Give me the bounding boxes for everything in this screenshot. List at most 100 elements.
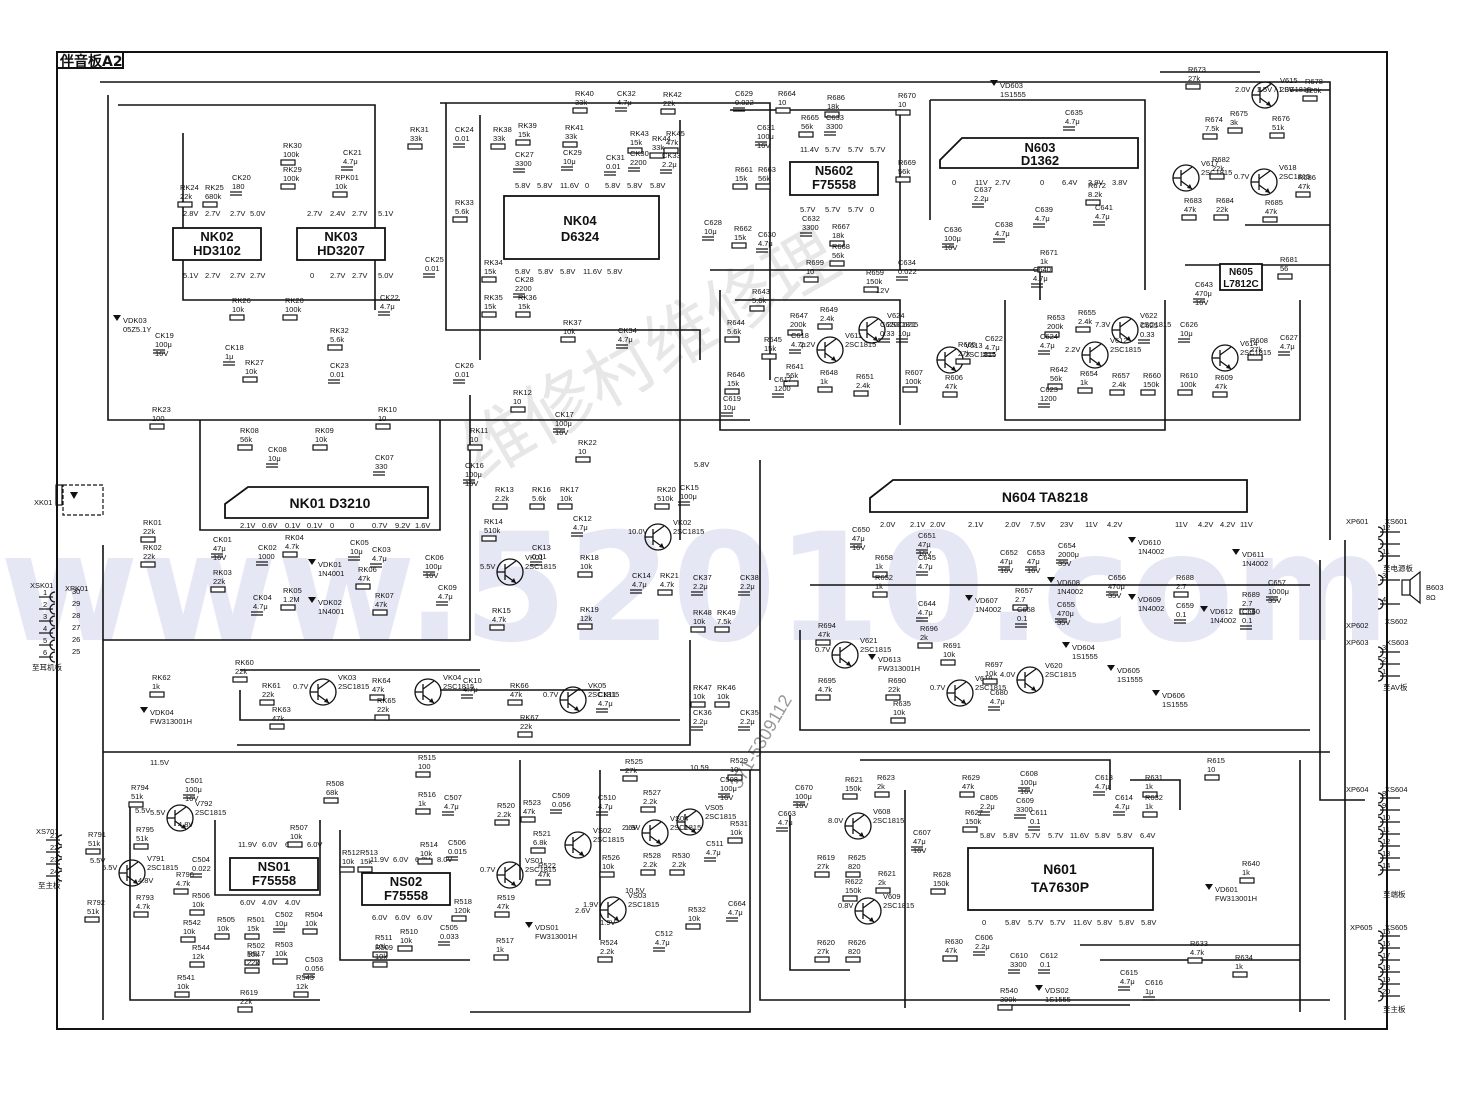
- resistor-icon: [885, 694, 901, 701]
- title-box: [56, 51, 124, 69]
- resistor-icon: [654, 503, 670, 510]
- resistor-icon: [467, 444, 483, 451]
- svg-text:HD3102: HD3102: [193, 243, 241, 258]
- resistor-icon: [845, 956, 861, 963]
- resistor-icon: [210, 586, 226, 593]
- pin-number: 1: [43, 588, 47, 597]
- svg-text:0: 0: [585, 181, 589, 190]
- resistor-icon: [755, 183, 771, 190]
- svg-text:2.1V: 2.1V: [240, 521, 255, 530]
- svg-text:7.5V: 7.5V: [1030, 520, 1045, 529]
- ic-nk02: NK02 HD3102 2.8V 2.7V 2.7V 5.0V 5.1V 2.7…: [172, 209, 265, 280]
- diode-icon: [140, 707, 148, 713]
- resistor-icon: [140, 536, 156, 543]
- voltage-label: 7.3V: [1095, 320, 1110, 329]
- svg-text:N5602: N5602: [815, 163, 853, 178]
- ic-n601: N601 TA7630P 5.8V 5.8V 5.7V 5.7V 11.6V 5…: [967, 831, 1156, 927]
- resistor-icon: [815, 694, 831, 701]
- svg-text:0: 0: [982, 918, 986, 927]
- svg-text:至端板: 至端板: [1383, 889, 1406, 899]
- svg-text:11V: 11V: [1175, 520, 1188, 529]
- resistor-icon: [660, 108, 676, 115]
- pin-number: 17: [1382, 951, 1390, 960]
- svg-text:B603: B603: [1426, 583, 1444, 592]
- svg-text:5.0V: 5.0V: [250, 209, 265, 218]
- resistor-icon: [1209, 173, 1225, 180]
- resistor-icon: [959, 791, 975, 798]
- resistor-icon: [787, 329, 803, 336]
- resistor-icon: [481, 311, 497, 318]
- pin-number: 18: [1382, 963, 1390, 972]
- resistor-icon: [1247, 354, 1263, 361]
- svg-text:5.8V: 5.8V: [538, 267, 553, 276]
- resistor-icon: [890, 717, 906, 724]
- voltage-label: 0.7V: [815, 645, 830, 654]
- pin-number: 13: [1382, 849, 1390, 858]
- svg-text:5.8V: 5.8V: [1003, 831, 1018, 840]
- svg-text:XS601: XS601: [1385, 517, 1408, 526]
- resistor-icon: [372, 609, 388, 616]
- resistor-icon: [853, 390, 869, 397]
- svg-text:2.1V: 2.1V: [910, 520, 925, 529]
- resistor-icon: [783, 380, 799, 387]
- svg-text:5.7V: 5.7V: [870, 145, 885, 154]
- voltage-label: 0.7V: [293, 682, 308, 691]
- svg-text:XS701: XS701: [36, 827, 59, 836]
- resistor-icon: [529, 503, 545, 510]
- resistor-icon: [323, 797, 339, 804]
- svg-text:3.8V: 3.8V: [1112, 178, 1127, 187]
- svg-text:6.0V: 6.0V: [240, 898, 255, 907]
- svg-text:5.0V: 5.0V: [378, 271, 393, 280]
- resistor-icon: [520, 816, 536, 823]
